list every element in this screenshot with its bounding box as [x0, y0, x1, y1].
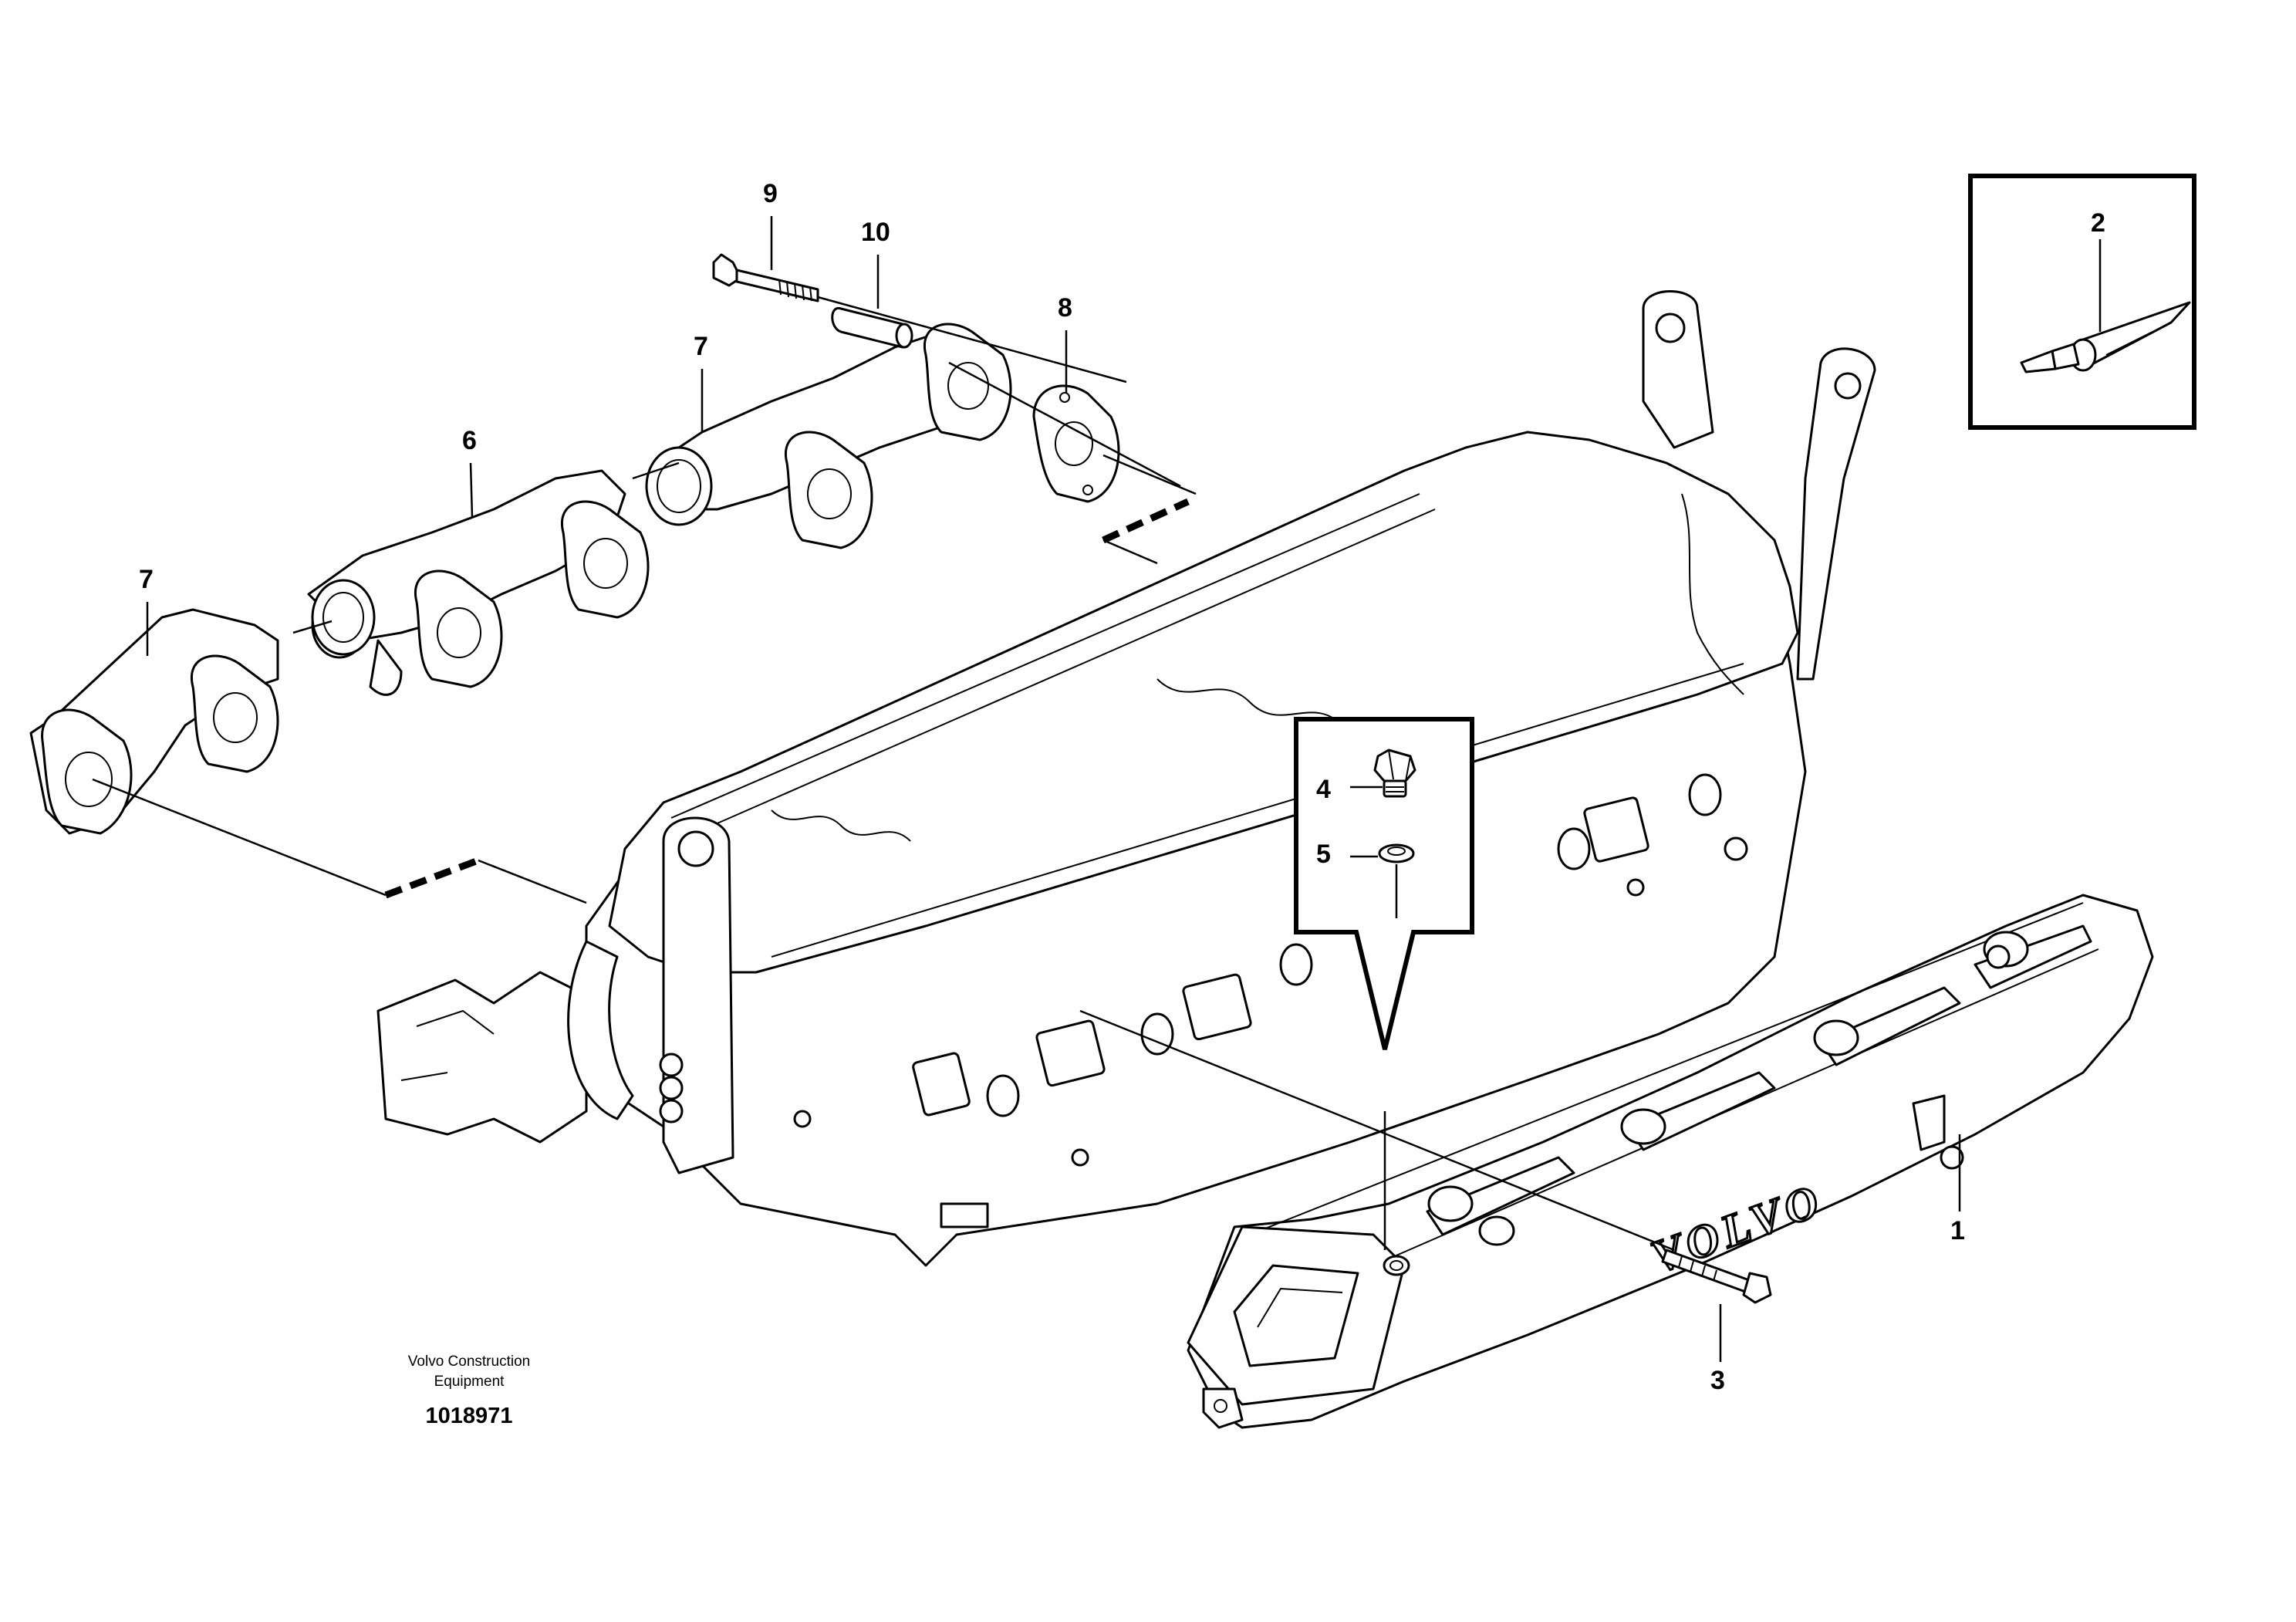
drawing-credit: Volvo Construction Equipment 1018971 [408, 1353, 530, 1428]
engine-cylinder-head [376, 290, 1876, 1267]
callout-2: 2 [2091, 208, 2105, 238]
sealant-tube-icon [2020, 301, 2191, 373]
callout-6: 6 [462, 426, 477, 455]
callout-3: 3 [1710, 1366, 1725, 1395]
manifold-bolt [712, 253, 819, 302]
callout-1: 1 [1950, 1216, 1965, 1245]
plug-icon [1373, 748, 1416, 798]
dashed-centerline-rear [1102, 498, 1190, 565]
callouts: 9 10 8 7 6 7 1 3 [139, 179, 1965, 1395]
head-exhaust-ports [793, 773, 1748, 1228]
inlet-manifold: VOLVO [1187, 894, 2154, 1429]
callout-10: 10 [861, 218, 890, 247]
manifold-gasket [1032, 384, 1120, 503]
callout-9: 9 [763, 179, 778, 208]
credit-line-2: Equipment [434, 1374, 505, 1390]
inlet-manifold-bolt [1661, 1249, 1772, 1304]
callout-8: 8 [1058, 293, 1072, 323]
callout-4: 4 [1316, 775, 1331, 804]
dashed-centerline-front [384, 857, 587, 904]
exhaust-manifold-front-section [29, 591, 368, 835]
exhaust-manifold-center-section [307, 469, 650, 696]
drawing-number: 1018971 [426, 1404, 513, 1428]
callout-5: 5 [1316, 840, 1331, 869]
detail-box-sealant: 2 [1968, 174, 2196, 430]
credit-line-1: Volvo Construction [408, 1353, 530, 1370]
callout-7-rear: 7 [694, 332, 708, 361]
washer-icon [1378, 843, 1415, 863]
spacer-sleeve [831, 307, 913, 349]
exhaust-manifold-rear-section [645, 323, 1012, 549]
detail-box-plug: 4 5 [1294, 717, 1474, 1050]
callout-7-front: 7 [139, 565, 154, 594]
